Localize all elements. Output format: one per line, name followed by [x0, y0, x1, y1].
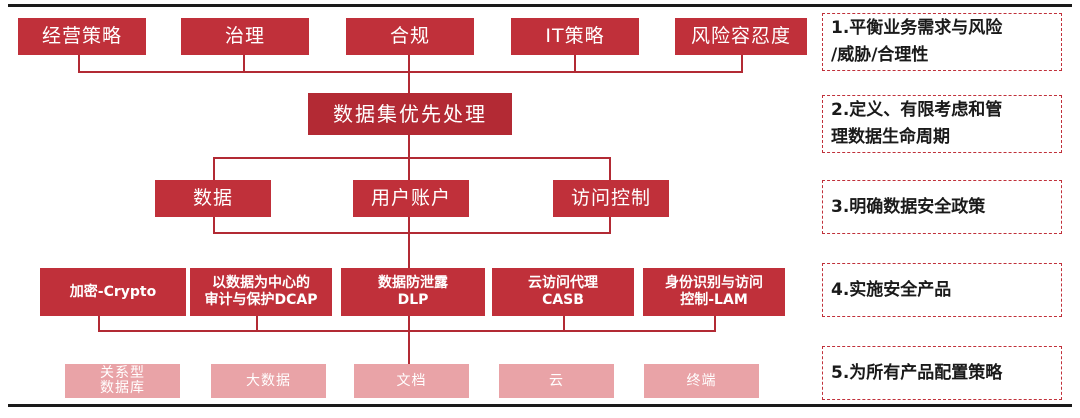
connector-l1-drop-5	[741, 55, 743, 73]
node-relational-db-line2: 数据库	[100, 380, 145, 396]
node-risk-tolerance: 风险容忍度	[675, 18, 807, 55]
connector-l4-drop-3	[408, 316, 410, 332]
node-iam-line1: 身份识别与访问	[665, 275, 763, 292]
node-iam-line2: 控制-LAM	[680, 292, 748, 308]
node-endpoint-label: 终端	[686, 372, 717, 389]
node-dlp-line2: DLP	[397, 292, 429, 308]
note-step-3-label: 3.明确数据安全政策	[831, 196, 986, 217]
node-dataset-prioritization: 数据集优先处理	[308, 93, 512, 135]
connector-l1-drop-4	[574, 55, 576, 73]
node-dcap-line2: 审计与保护DCAP	[204, 292, 318, 308]
node-governance: 治理	[181, 18, 309, 55]
connector-l3-right-down	[609, 217, 611, 234]
note-step-1-line1: 1.平衡业务需求与风险	[831, 18, 1003, 38]
note-step-5-label: 5.为所有产品配置策略	[831, 362, 1003, 383]
node-it-strategy: IT策略	[511, 18, 639, 55]
note-step-3: 3.明确数据安全政策	[822, 180, 1062, 234]
node-big-data-label: 大数据	[246, 372, 291, 389]
node-access-control: 访问控制	[553, 180, 669, 217]
node-business-strategy: 经营策略	[18, 18, 146, 55]
node-relational-db-line1: 关系型	[100, 364, 145, 381]
connector-l4-to-l5	[408, 332, 410, 364]
connector-l4-drop-5	[714, 316, 716, 332]
note-step-4-label: 4.实施安全产品	[831, 279, 952, 300]
note-step-5: 5.为所有产品配置策略	[822, 346, 1062, 400]
node-documents: 文档	[354, 364, 469, 398]
connector-l3-left-up	[213, 157, 215, 180]
connector-l3-to-l4	[408, 217, 410, 268]
top-rule	[8, 4, 1072, 7]
bottom-rule	[8, 404, 1072, 407]
connector-l3-right-up	[609, 157, 611, 180]
connector-l1-to-l2	[408, 71, 410, 93]
node-big-data: 大数据	[211, 364, 326, 398]
connector-l3-left-down	[213, 217, 215, 234]
node-dcap-line1: 以数据为中心的	[212, 275, 310, 292]
node-casb-line1: 云访问代理	[528, 275, 598, 292]
node-casb: 云访问代理 CASB	[492, 268, 634, 316]
node-compliance: 合规	[346, 18, 474, 55]
connector-l4-drop-1	[98, 316, 100, 332]
connector-l1-drop-1	[78, 55, 80, 73]
connector-l4-drop-2	[256, 316, 258, 332]
connector-l4-drop-4	[563, 316, 565, 332]
node-data: 数据	[155, 180, 271, 217]
node-cloud: 云	[499, 364, 614, 398]
connector-l3-hbar-top	[213, 157, 611, 159]
note-step-4: 4.实施安全产品	[822, 263, 1062, 317]
note-step-1: 1.平衡业务需求与风险 /威胁/合理性	[822, 13, 1062, 71]
connector-l4-hbar	[98, 330, 716, 332]
note-step-1-line2: /威胁/合理性	[831, 45, 929, 65]
note-step-2-line1: 2.定义、有限考虑和管	[831, 100, 1003, 120]
connector-l1-drop-2	[243, 55, 245, 73]
node-dlp-line1: 数据防泄露	[378, 275, 448, 292]
node-user-accounts: 用户账户	[353, 180, 469, 217]
node-cloud-label: 云	[549, 372, 564, 389]
node-casb-line2: CASB	[542, 292, 584, 308]
note-step-2: 2.定义、有限考虑和管 理数据生命周期	[822, 95, 1062, 153]
node-documents-label: 文档	[396, 372, 427, 389]
node-iam: 身份识别与访问 控制-LAM	[643, 268, 785, 316]
note-step-2-line2: 理数据生命周期	[831, 127, 950, 147]
node-crypto-label: 加密-Crypto	[69, 283, 157, 300]
connector-l1-drop-3	[408, 55, 410, 73]
node-dcap: 以数据为中心的 审计与保护DCAP	[190, 268, 332, 316]
node-endpoint: 终端	[644, 364, 759, 398]
connector-l3-hbar-bottom	[213, 232, 611, 234]
node-dlp: 数据防泄露 DLP	[341, 268, 485, 316]
node-relational-db: 关系型 数据库	[65, 364, 180, 398]
node-crypto: 加密-Crypto	[40, 268, 186, 316]
connector-l1-hbar	[78, 71, 743, 73]
